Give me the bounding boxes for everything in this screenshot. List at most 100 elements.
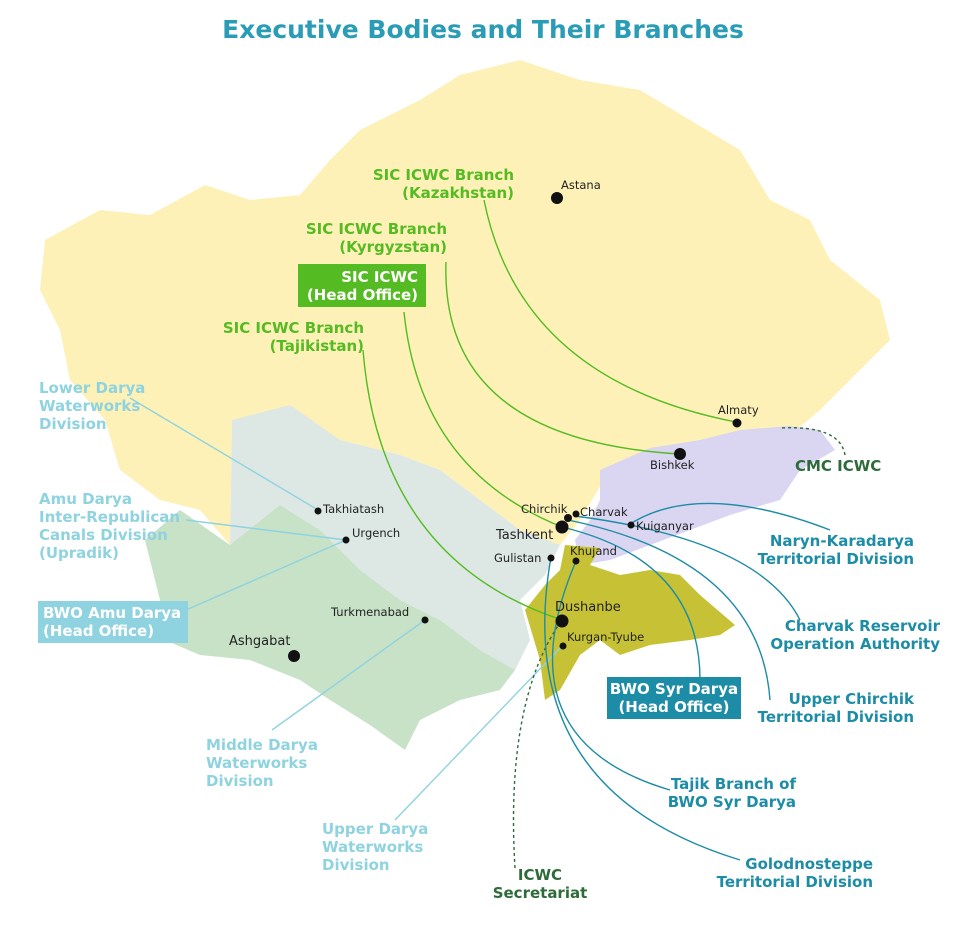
city-dot-takhiatash[interactable] bbox=[314, 507, 322, 515]
label-cmc-icwc[interactable]: CMC ICWC bbox=[795, 457, 881, 475]
city-dot-astana[interactable] bbox=[551, 192, 563, 204]
label-bwo-syr[interactable]: BWO Syr Darya (Head Office) bbox=[610, 680, 738, 716]
city-gulistan: Gulistan bbox=[494, 551, 541, 565]
label-upper-chirchik[interactable]: Upper Chirchik Territorial Division bbox=[758, 690, 915, 726]
svg-text:Division: Division bbox=[39, 415, 107, 433]
label-lower-darya[interactable]: Lower Darya Waterworks Division bbox=[39, 379, 145, 433]
connector-sic-kyr bbox=[445, 261, 681, 455]
svg-text:Charvak Reservoir: Charvak Reservoir bbox=[785, 617, 941, 635]
svg-text:Territorial Division: Territorial Division bbox=[717, 873, 873, 891]
city-kuiganyar: Kuiganyar bbox=[636, 519, 694, 533]
label-sic-taj[interactable]: SIC ICWC Branch (Tajikistan) bbox=[223, 319, 364, 355]
svg-text:(Tajikistan): (Tajikistan) bbox=[270, 337, 364, 355]
svg-text:(Head Office): (Head Office) bbox=[618, 698, 729, 716]
label-middle-darya[interactable]: Middle Darya Waterworks Division bbox=[206, 736, 318, 790]
svg-text:(Upradik): (Upradik) bbox=[39, 544, 119, 562]
city-dot-dushanbe[interactable] bbox=[555, 614, 569, 628]
svg-text:(Kazakhstan): (Kazakhstan) bbox=[402, 184, 514, 202]
svg-text:Naryn-Karadarya: Naryn-Karadarya bbox=[770, 532, 914, 550]
label-golodnosteppe[interactable]: Golodnosteppe Territorial Division bbox=[717, 855, 873, 891]
bwo-amu-badge bbox=[38, 601, 188, 643]
map-title: Executive Bodies and Their Branches bbox=[222, 15, 744, 44]
city-dot-khujand[interactable] bbox=[572, 557, 580, 565]
svg-text:Golodnosteppe: Golodnosteppe bbox=[745, 855, 873, 873]
svg-text:Division: Division bbox=[322, 856, 390, 874]
svg-text:Territorial Division: Territorial Division bbox=[758, 550, 914, 568]
kazakhstan-region bbox=[40, 60, 890, 545]
label-sic-kyr[interactable]: SIC ICWC Branch (Kyrgyzstan) bbox=[306, 220, 447, 256]
svg-text:(Kyrgyzstan): (Kyrgyzstan) bbox=[339, 238, 447, 256]
city-takhiatash: Takhiatash bbox=[322, 502, 384, 516]
connector-golod bbox=[544, 556, 741, 861]
sic-head-badge bbox=[298, 264, 426, 307]
city-khujand: Khujand bbox=[570, 544, 617, 558]
connector-upradik bbox=[185, 519, 347, 541]
svg-text:Upper Darya: Upper Darya bbox=[322, 820, 428, 838]
label-upradik[interactable]: Amu Darya Inter-Republican Canals Divisi… bbox=[39, 490, 180, 562]
svg-text:SIC ICWC Branch: SIC ICWC Branch bbox=[223, 319, 364, 337]
svg-text:Division: Division bbox=[206, 772, 274, 790]
svg-text:SIC ICWC Branch: SIC ICWC Branch bbox=[306, 220, 447, 238]
label-sic-head[interactable]: SIC ICWC (Head Office) bbox=[307, 268, 418, 304]
city-dot-gulistan[interactable] bbox=[547, 554, 555, 562]
svg-text:BWO Amu Darya: BWO Amu Darya bbox=[43, 604, 181, 622]
city-dot-charvak[interactable] bbox=[572, 510, 580, 518]
connector-tajik-branch bbox=[551, 560, 671, 791]
turkmenistan-region bbox=[145, 505, 515, 750]
kyrgyzstan-region bbox=[575, 426, 835, 565]
svg-text:Waterworks: Waterworks bbox=[322, 838, 423, 856]
svg-text:Canals Division: Canals Division bbox=[39, 526, 168, 544]
city-turkmenabad: Turkmenabad bbox=[330, 605, 409, 619]
connector-bwo-syr bbox=[561, 526, 701, 681]
label-icwc-secretariat[interactable]: ICWC Secretariat bbox=[493, 866, 588, 902]
city-charvak: Charvak bbox=[580, 505, 628, 519]
svg-text:(Head Office): (Head Office) bbox=[307, 286, 418, 304]
connector-sic-kaz bbox=[483, 199, 737, 423]
city-urgench: Urgench bbox=[352, 526, 400, 540]
city-tashkent: Tashkent bbox=[495, 528, 553, 543]
label-upper-darya[interactable]: Upper Darya Waterworks Division bbox=[322, 820, 428, 874]
connector-sic-head bbox=[403, 311, 563, 528]
bwo-syr-badge bbox=[607, 677, 741, 719]
city-ashgabat: Ashgabat bbox=[229, 634, 290, 649]
city-chirchik: Chirchik bbox=[521, 502, 568, 516]
svg-text:BWO Syr Darya: BWO Syr Darya bbox=[668, 793, 796, 811]
city-dot-kuiganyar[interactable] bbox=[627, 521, 635, 529]
connector-lower-darya bbox=[129, 397, 319, 511]
city-dot-almaty[interactable] bbox=[732, 418, 742, 428]
uzbekistan-region bbox=[230, 405, 560, 670]
city-astana: Astana bbox=[561, 178, 601, 192]
connector-charvak bbox=[574, 515, 801, 621]
city-dot-tashkent[interactable] bbox=[555, 520, 569, 534]
svg-text:ICWC: ICWC bbox=[518, 866, 562, 884]
svg-text:Secretariat: Secretariat bbox=[493, 884, 588, 902]
label-charvak-roa[interactable]: Charvak Reservoir Operation Authority bbox=[770, 617, 940, 653]
label-tajik-branch[interactable]: Tajik Branch of BWO Syr Darya bbox=[668, 775, 797, 811]
connector-sic-taj bbox=[362, 349, 563, 621]
city-markers: Astana Almaty Bishkek Chirchik Charvak T… bbox=[229, 178, 759, 662]
svg-text:SIC ICWC Branch: SIC ICWC Branch bbox=[373, 166, 514, 184]
connector-cmc bbox=[779, 427, 846, 456]
svg-text:BWO Syr Darya: BWO Syr Darya bbox=[610, 680, 738, 698]
label-sic-kaz[interactable]: SIC ICWC Branch (Kazakhstan) bbox=[373, 166, 514, 202]
connector-bwo-amu bbox=[185, 539, 347, 611]
city-dot-bishkek[interactable] bbox=[674, 448, 686, 460]
city-almaty: Almaty bbox=[718, 403, 759, 417]
label-naryn[interactable]: Naryn-Karadarya Territorial Division bbox=[758, 532, 914, 568]
connector-icwc-sec bbox=[512, 619, 563, 869]
svg-text:Operation Authority: Operation Authority bbox=[770, 635, 940, 653]
label-bwo-amu[interactable]: BWO Amu Darya (Head Office) bbox=[43, 604, 181, 640]
svg-text:Tajik Branch of: Tajik Branch of bbox=[671, 775, 797, 793]
svg-text:Lower Darya: Lower Darya bbox=[39, 379, 145, 397]
city-dot-chirchik[interactable] bbox=[564, 514, 572, 522]
connector-naryn bbox=[629, 502, 831, 531]
city-dot-turkmenabad[interactable] bbox=[421, 616, 429, 624]
city-dot-urgench[interactable] bbox=[342, 536, 350, 544]
svg-text:Upper Chirchik: Upper Chirchik bbox=[789, 690, 915, 708]
city-dot-ashgabat[interactable] bbox=[288, 650, 300, 662]
svg-text:Waterworks: Waterworks bbox=[206, 754, 307, 772]
connector-middle-darya bbox=[271, 619, 426, 731]
city-dot-kurgan-tyube[interactable] bbox=[559, 642, 567, 650]
svg-text:Middle Darya: Middle Darya bbox=[206, 736, 318, 754]
